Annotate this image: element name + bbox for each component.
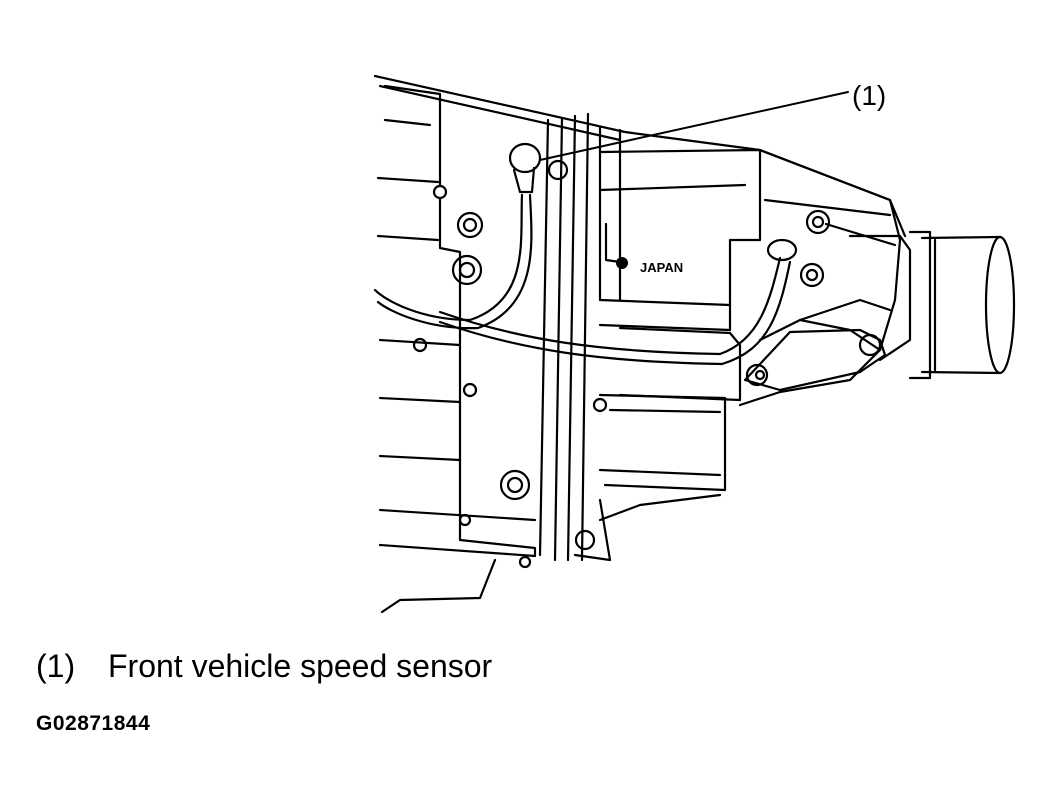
bolt [456, 211, 484, 239]
bolt [499, 469, 531, 501]
oil-pan-edge [380, 558, 497, 614]
figure-id: G02871844 [36, 712, 151, 735]
output-flange [984, 235, 1016, 375]
center-rib-right [566, 114, 577, 562]
center-rib-left [538, 118, 550, 557]
bolt [799, 262, 825, 288]
legend-label: Front vehicle speed sensor [108, 648, 493, 684]
bolt [451, 254, 483, 286]
bolt [805, 209, 831, 235]
bolt [547, 159, 569, 181]
stamp-text: JAPAN [640, 260, 683, 275]
name-plate-area [598, 148, 762, 332]
housing-top-edge [373, 74, 907, 238]
stamp-mark [616, 257, 628, 269]
legend-number: (1) [36, 648, 76, 684]
transmission-illustration: JAPAN [373, 74, 1016, 614]
callout-leader-line [539, 91, 849, 161]
harness-cable [438, 256, 782, 356]
housing-top-inner [378, 84, 622, 142]
mount-bracket [743, 328, 887, 392]
callout-number-1: (1) [852, 80, 887, 111]
sensor-harness [373, 193, 524, 322]
legend-row-1: (1) Front vehicle speed sensor [36, 648, 492, 685]
left-housing-block [378, 84, 537, 558]
speed-sensor [508, 142, 542, 174]
extension-housing [738, 148, 902, 407]
upper-boss [598, 126, 622, 302]
